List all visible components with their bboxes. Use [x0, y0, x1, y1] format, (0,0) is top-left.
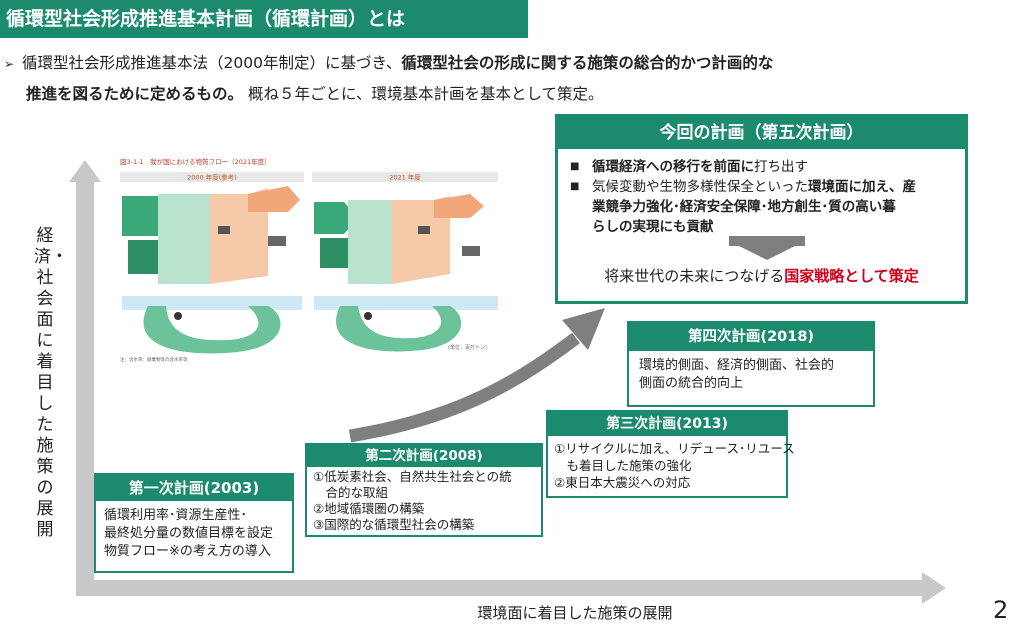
plan-third-line: ①リサイクルに加え、リデュース･リユース: [554, 441, 795, 456]
intro-paragraph: ➢ 循環型社会形成推進基本法（2000年制定）に基づき、循環型社会の形成に関する施…: [4, 48, 1019, 109]
figure-left-label: 2000 年度(参考): [187, 173, 237, 182]
plan-first-line: 循環利用率･資源生産性･: [104, 508, 248, 523]
plan-fifth-b2-bold3: らしの実現にも貢献: [592, 219, 714, 235]
plan-fifth-b2-plain: 気候変動や生物多様性保全といった: [592, 179, 808, 195]
plan-fourth: 第四次計画(2018) 環境的側面、経済的側面、社会的 側面の統合的向上: [627, 321, 875, 407]
bullet-arrow-icon: ➢: [4, 57, 15, 71]
plan-fifth-title: 今回の計画（第五次計画）: [558, 117, 965, 149]
plan-fifth-b2-bold2: 業競争力強化･経済安全保障･地方創生･質の高い暮: [592, 199, 896, 215]
plan-first-line: 最終処分量の数値目標を設定: [104, 526, 274, 541]
horizontal-axis-arrow: [76, 572, 946, 604]
plan-first: 第一次計画(2003) 循環利用率･資源生産性･ 最終処分量の数値目標を設定 物…: [94, 473, 294, 573]
down-arrow-icon: [729, 236, 805, 260]
page-title: 循環型社会形成推進基本計画（循環計画）とは: [0, 0, 528, 38]
strategy-plain: 将来世代の未来につなげる: [604, 267, 785, 285]
strategy-red: 国家戦略として策定: [784, 267, 919, 285]
plan-fifth-b1-rest: 打ち出す: [754, 159, 808, 175]
intro-text-2: 概ね５年ごとに、環境基本計画を基本として策定。: [247, 85, 604, 103]
plan-second-line: ③国際的な循環型社会の構築: [313, 517, 475, 532]
horizontal-axis-label: 環境面に着目した施策の展開: [477, 604, 673, 622]
vertical-axis-arrow: [69, 160, 101, 596]
figure-right-label: 2021 年度: [389, 173, 421, 182]
plan-third-line: ②東日本大震災への対応: [554, 475, 691, 490]
plan-fifth-b2-bold1: 環境面に加え、産: [808, 179, 916, 195]
plan-third-line: も着目した施策の強化: [554, 458, 692, 473]
material-flow-figure: 図3-1-1 我が国における物質フロー（2021年度） 2000 年度(参考) …: [118, 156, 500, 372]
plan-second-line: 合的な取組: [313, 485, 389, 500]
intro-bold-2: 推進を図るために定めるもの。: [26, 85, 244, 103]
plan-fifth-bullet: ■ 循環経済への移行を前面に打ち出す: [570, 157, 953, 177]
square-bullet-icon: ■: [570, 181, 580, 192]
right-flow-diagram: [314, 194, 498, 352]
figure-unit: (単位：百万トン): [448, 344, 487, 351]
plan-fourth-line: 側面の統合的向上: [639, 376, 744, 391]
square-bullet-icon: ■: [570, 161, 580, 172]
intro-bold-1: 循環型社会の形成に関する施策の総合的かつ計画的な: [401, 54, 774, 72]
figure-caption: 図3-1-1 我が国における物質フロー（2021年度）: [120, 157, 271, 166]
plan-first-line: 物質フロー※の考え方の導入: [104, 544, 271, 559]
vertical-axis-label: 経済・社会面に着目した施策の展開: [34, 226, 68, 540]
plan-second-title: 第二次計画(2008): [307, 445, 541, 467]
plan-second-line: ①低炭素社会、自然共生社会との統: [313, 469, 512, 484]
plan-fourth-title: 第四次計画(2018): [629, 323, 873, 351]
growth-curve-arrowhead: [562, 308, 605, 350]
plan-fifth-strategy: 将来世代の未来につなげる国家戦略として策定: [558, 265, 965, 286]
plan-fifth-bullet: ■ 気候変動や生物多様性保全といった環境面に加え、産 業競争力強化･経済安全保障…: [570, 177, 953, 237]
plan-fourth-line: 環境的側面、経済的側面、社会的: [639, 358, 835, 373]
plan-second-line: ②地域循環圏の構築: [313, 501, 425, 516]
left-flow-diagram: [122, 186, 302, 354]
growth-curve-arrow: [348, 332, 580, 443]
plan-third: 第三次計画(2013) ①リサイクルに加え、リデュース･リユース も着目した施策…: [546, 410, 795, 498]
figure-note: 注：含水率：廃棄物等の含水率等: [120, 356, 188, 363]
plan-fifth-b1-bold: 循環経済への移行を前面に: [592, 159, 754, 175]
plan-first-title: 第一次計画(2003): [96, 475, 292, 501]
plan-second: 第二次計画(2008) ①低炭素社会、自然共生社会との統 合的な取組 ②地域循環…: [305, 443, 543, 537]
page-number: 2: [993, 596, 1009, 624]
plan-fifth: 今回の計画（第五次計画） ■ 循環経済への移行を前面に打ち出す ■ 気候変動や生…: [555, 114, 968, 304]
intro-text-1: 循環型社会形成推進基本法（2000年制定）に基づき、: [22, 54, 402, 72]
plan-third-title: 第三次計画(2013): [548, 412, 786, 436]
